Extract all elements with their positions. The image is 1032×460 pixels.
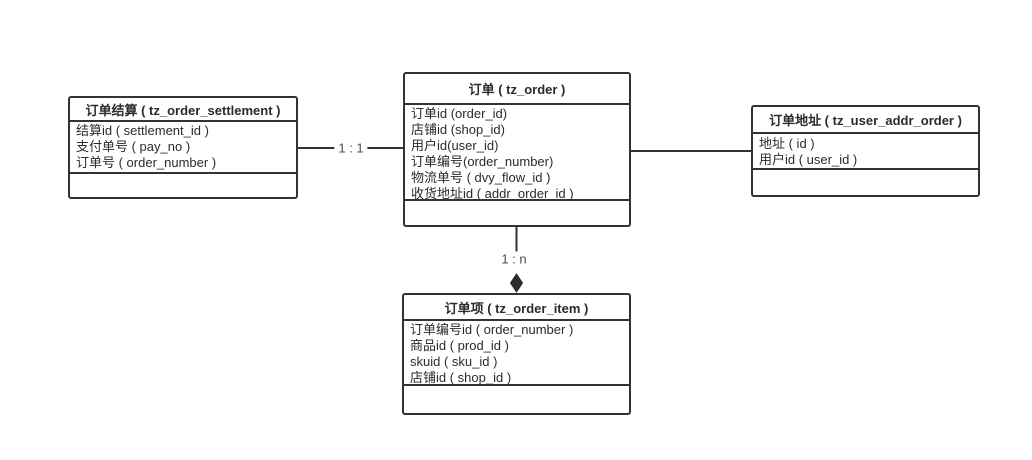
cardinality-label-1-1: 1 : 1 bbox=[334, 140, 368, 156]
entity-attributes: 订单id (order_id) 店铺id (shop_id) 用户id(user… bbox=[405, 105, 629, 201]
entity-methods-section-empty bbox=[405, 201, 629, 225]
entity-title: 订单 ( tz_order ) bbox=[405, 74, 629, 105]
entity-attribute: 用户id(user_id) bbox=[411, 138, 499, 153]
entity-methods-section-empty bbox=[404, 386, 629, 413]
entity-attribute: 订单号 ( order_number ) bbox=[76, 155, 217, 170]
entity-attribute: 订单编号(order_number) bbox=[411, 154, 554, 169]
entity-title: 订单结算 ( tz_order_settlement ) bbox=[70, 98, 296, 122]
entity-attribute: skuid ( sku_id ) bbox=[410, 354, 498, 369]
entity-tz-user-addr-order: 订单地址 ( tz_user_addr_order ) 地址 ( id ) 用户… bbox=[751, 105, 980, 197]
entity-methods-section-empty bbox=[70, 174, 296, 197]
entity-attributes: 地址 ( id ) 用户id ( user_id ) bbox=[753, 134, 978, 170]
entity-title: 订单项 ( tz_order_item ) bbox=[404, 295, 629, 321]
entity-tz-order-settlement: 订单结算 ( tz_order_settlement ) 结算id ( sett… bbox=[68, 96, 298, 199]
entity-tz-order: 订单 ( tz_order ) 订单id (order_id) 店铺id (sh… bbox=[403, 72, 631, 227]
entity-attribute: 结算id ( settlement_id ) bbox=[76, 123, 209, 138]
entity-attribute: 店铺id (shop_id) bbox=[411, 122, 505, 137]
entity-attribute: 地址 ( id ) bbox=[759, 136, 815, 151]
entity-attribute: 收货地址id ( addr_order_id ) bbox=[411, 186, 574, 201]
entity-methods-section-empty bbox=[753, 170, 978, 195]
entity-title: 订单地址 ( tz_user_addr_order ) bbox=[753, 107, 978, 134]
entity-attribute: 商品id ( prod_id ) bbox=[410, 338, 509, 353]
entity-attribute: 订单id (order_id) bbox=[411, 106, 508, 121]
entity-attributes: 订单编号id ( order_number ) 商品id ( prod_id )… bbox=[404, 321, 629, 386]
entity-attribute: 物流单号 ( dvy_flow_id ) bbox=[411, 170, 551, 185]
entity-attribute: 店铺id ( shop_id ) bbox=[410, 370, 512, 385]
entity-attribute: 用户id ( user_id ) bbox=[759, 152, 858, 167]
entity-tz-order-item: 订单项 ( tz_order_item ) 订单编号id ( order_num… bbox=[402, 293, 631, 415]
entity-attribute: 订单编号id ( order_number ) bbox=[410, 322, 574, 337]
cardinality-label-1-n: 1 : n bbox=[497, 251, 531, 267]
diamond-arrowhead-icon bbox=[509, 273, 524, 293]
entity-attribute: 支付单号 ( pay_no ) bbox=[76, 139, 191, 154]
entity-attributes: 结算id ( settlement_id ) 支付单号 ( pay_no ) 订… bbox=[70, 122, 296, 174]
